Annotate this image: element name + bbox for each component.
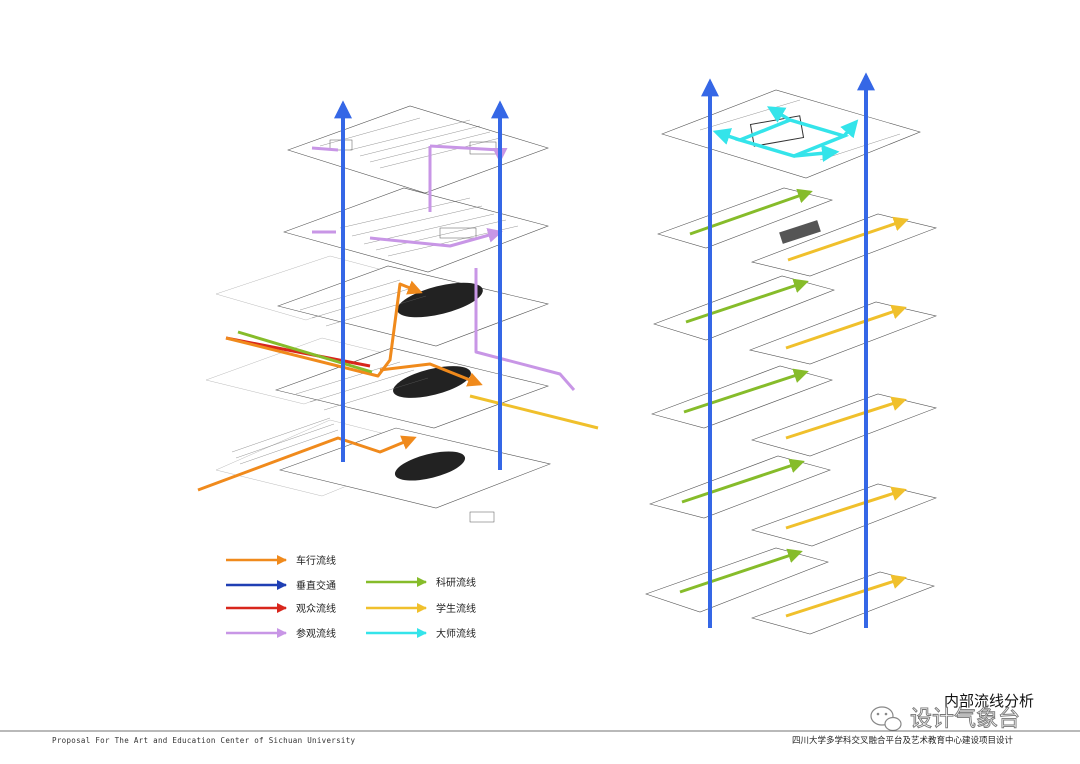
legend-label-vertical: 垂直交通 [296, 579, 336, 592]
legend: 车行流线 垂直交通 观众流线 参观流线 科研流线 学生流线 大师流线 [226, 554, 476, 640]
footer-right-text: 四川大学多学科交叉融合平台及艺术教育中心建设项目设计 [792, 735, 1014, 746]
student-flow-floor-5 [785, 574, 907, 618]
legend-label-student: 学生流线 [436, 602, 476, 615]
vehicle-flow-main [225, 280, 423, 378]
master-flow-paths [712, 106, 859, 163]
left-vertical-circulation [334, 100, 509, 470]
research-flow-floor-5 [679, 548, 803, 594]
footer-left-text: Proposal For The Art and Education Cente… [52, 736, 356, 745]
watermark: 设计气象台 [870, 706, 1020, 732]
vehicle-flow-hall [379, 362, 483, 387]
legend-label-vehicle: 车行流线 [296, 554, 336, 567]
visitor-flow-drop [474, 268, 576, 391]
research-flow-floor-3 [683, 368, 809, 414]
legend-label-audience: 观众流线 [296, 602, 336, 615]
student-flow-floor-1 [787, 216, 909, 262]
legend-item-vehicle: 车行流线 [226, 554, 336, 567]
vehicle-flow-paths [197, 280, 483, 492]
student-flow-floor-4 [785, 486, 907, 530]
right-floor-stack [645, 72, 938, 635]
student-flow-paths [469, 394, 599, 430]
visitor-flow-upper [312, 232, 500, 248]
student-flow-floor-2 [785, 304, 907, 350]
right-floor-pair-4 [649, 455, 938, 547]
wechat-icon [870, 706, 902, 732]
legend-item-audience: 观众流线 [226, 602, 336, 615]
legend-item-research: 科研流线 [366, 576, 476, 589]
legend-label-master: 大师流线 [436, 627, 476, 640]
right-floor-pair-5 [645, 547, 935, 635]
student-flow [469, 394, 599, 430]
student-flow-floor-3 [785, 396, 907, 440]
legend-item-visitor: 参观流线 [226, 627, 336, 640]
right-floor-pair-1 [657, 187, 938, 277]
student-flow-right [785, 216, 909, 618]
research-flow-floor-2 [685, 278, 809, 324]
left-floor-plate-3 [215, 255, 550, 347]
master-flow-arm-2 [840, 119, 859, 139]
legend-label-visitor: 参观流线 [296, 627, 336, 640]
research-flow-floor-4 [681, 458, 805, 504]
research-flow-paths [237, 330, 373, 374]
right-floor-pair-3 [651, 365, 938, 457]
legend-item-student: 学生流线 [366, 602, 476, 615]
master-flow-arm-3 [793, 144, 840, 163]
right-vertical-circulation [701, 72, 875, 628]
left-floor-stack [197, 100, 599, 523]
research-flow [237, 330, 373, 374]
legend-item-vertical: 垂直交通 [226, 579, 336, 592]
left-floor-plate-4 [205, 337, 550, 429]
right-floor-plate-top [661, 89, 921, 179]
master-flow-arm-1 [712, 128, 741, 145]
diagram-title: 内部流线分析 [944, 692, 1034, 710]
master-flow-arm-4 [766, 106, 791, 123]
legend-label-research: 科研流线 [436, 576, 476, 589]
right-floor-pair-2 [653, 275, 938, 365]
left-floor-plate-ground [215, 417, 552, 523]
left-floor-plate-2 [283, 187, 549, 273]
vehicle-flow-ground [197, 435, 417, 492]
legend-item-master: 大师流线 [366, 627, 476, 640]
watermark-text: 设计气象台 [910, 707, 1020, 732]
